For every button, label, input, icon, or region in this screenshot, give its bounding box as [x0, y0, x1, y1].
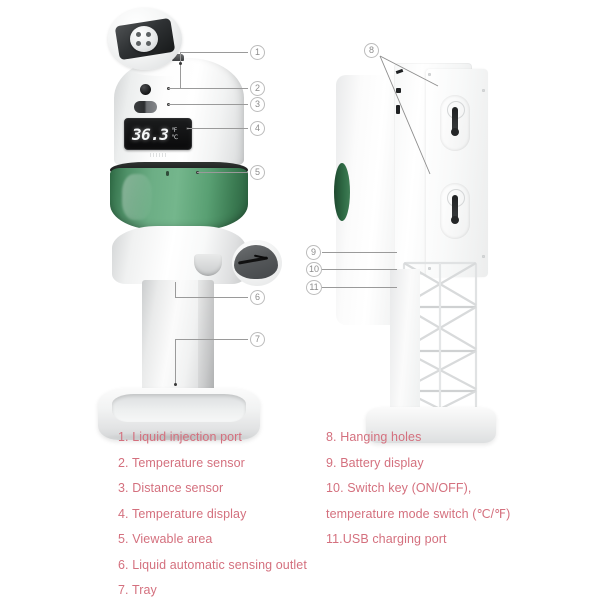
- legend-item: 10. Switch key (ON/OFF),: [326, 481, 472, 495]
- callout-1: 1: [250, 45, 265, 60]
- device-column: [142, 280, 214, 402]
- callout-6: 6: [250, 290, 265, 305]
- inset-cap-hole: [136, 41, 141, 46]
- back-screw: [482, 89, 485, 92]
- unit-celsius: ℃: [171, 134, 179, 141]
- leader-line-7: [175, 339, 248, 340]
- inset-cap-hole: [146, 41, 151, 46]
- callout-5: 5: [250, 165, 265, 180]
- unit-fahrenheit: ℉: [171, 126, 178, 134]
- head-vents: [150, 153, 166, 157]
- legend-item: 6. Liquid automatic sensing outlet: [118, 557, 307, 572]
- leader-line-10: [322, 269, 397, 270]
- tray-shadow: [104, 432, 254, 442]
- callout-6-number: 6: [254, 292, 260, 302]
- tray-well: [112, 394, 246, 422]
- tank-marker: [166, 171, 169, 176]
- legend-item: 4. Temperature display: [118, 506, 247, 521]
- switch-key: [396, 88, 401, 93]
- usb-charging-port: [396, 105, 400, 114]
- device-mid-body: [112, 226, 246, 284]
- temperature-value: 36.3: [132, 124, 169, 144]
- leader-line-6-vertical: [175, 282, 176, 298]
- legend-item: 8. Hanging holes: [326, 430, 422, 444]
- leader-line-4: [187, 128, 248, 129]
- legend-item: 9. Battery display: [326, 455, 424, 470]
- callout-5-number: 5: [254, 167, 260, 177]
- back-view-illustration: [330, 55, 520, 443]
- legend-item: 7. Tray: [118, 583, 157, 597]
- back-screw: [428, 73, 431, 76]
- callout-2: 2: [250, 81, 265, 96]
- legend-item: 3. Distance sensor: [118, 481, 224, 495]
- legend-item: temperature mode switch (℃/℉): [326, 506, 511, 521]
- callout-1-number: 1: [254, 47, 260, 57]
- legend-item: 11.USB charging port: [326, 532, 447, 546]
- back-tank-edge: [334, 163, 350, 221]
- liquid-injection-port-inset: [108, 8, 182, 70]
- liquid-injection-port: [172, 54, 184, 61]
- callout-4: 4: [250, 121, 265, 136]
- legend-item: 1. Liquid injection port: [118, 430, 243, 444]
- callout-7: 7: [250, 332, 265, 347]
- sensing-outlet-inset: [232, 240, 282, 286]
- callout-9: 9: [306, 245, 321, 260]
- tank-highlight: [122, 174, 152, 220]
- viewable-area-tank: [110, 168, 248, 230]
- callout-2-number: 2: [254, 83, 260, 93]
- leader-line-5: [197, 172, 248, 173]
- legend: 1. Liquid injection port 2. Temperature …: [0, 425, 600, 600]
- front-view-illustration: 36.3 ℉ ℃: [88, 54, 268, 442]
- callout-10-number: 10: [308, 264, 319, 274]
- inset-cap: [130, 26, 158, 52]
- leader-line-1: [180, 52, 248, 53]
- leader-dot-1: [178, 62, 182, 65]
- callout-11-number: 11: [309, 282, 319, 292]
- back-screw: [428, 267, 431, 270]
- leader-line-1-drop: [180, 52, 181, 64]
- callout-4-number: 4: [254, 123, 260, 133]
- back-base: [366, 407, 496, 443]
- legend-item: 5. Viewable area: [118, 532, 213, 546]
- temperature-sensor: [140, 84, 151, 95]
- leader-line-6: [175, 297, 248, 298]
- callout-7-number: 7: [254, 334, 260, 344]
- temperature-units: ℉ ℃: [172, 127, 179, 142]
- hanging-hole-slot: [451, 195, 459, 224]
- distance-sensor: [134, 101, 157, 113]
- back-column: [390, 269, 420, 417]
- callout-10: 10: [306, 262, 322, 277]
- callout-9-number: 9: [310, 247, 316, 257]
- leader-line-3: [168, 104, 248, 105]
- back-screw: [482, 255, 485, 258]
- leader-line-9: [322, 252, 397, 253]
- callout-3-number: 3: [254, 99, 260, 109]
- leader-dot-7: [173, 383, 177, 386]
- leader-line-1-vertical: [180, 64, 181, 88]
- device-column-edge: [198, 280, 214, 402]
- leader-line-11: [322, 287, 397, 288]
- callout-3: 3: [250, 97, 265, 112]
- callout-8: 8: [364, 43, 379, 58]
- legend-left-column: 1. Liquid injection port 2. Temperature …: [118, 425, 343, 604]
- legend-right-column: 8. Hanging holes 9. Battery display 10. …: [326, 425, 586, 553]
- temperature-display: 36.3 ℉ ℃: [124, 118, 192, 150]
- leader-line-2: [168, 88, 248, 89]
- liquid-automatic-sensing-outlet: [194, 254, 222, 276]
- legend-item: 2. Temperature sensor: [118, 455, 245, 470]
- leader-line-7-vertical: [175, 339, 176, 386]
- hanging-hole-slot: [451, 107, 459, 136]
- hanging-hole-lower: [440, 183, 470, 239]
- hanging-hole-upper: [440, 95, 470, 151]
- inset-cap-hole: [146, 32, 151, 37]
- callout-11: 11: [306, 280, 322, 295]
- inset-cap-hole: [136, 32, 141, 37]
- callout-8-leaders: [379, 55, 439, 175]
- callout-8-number: 8: [368, 45, 374, 55]
